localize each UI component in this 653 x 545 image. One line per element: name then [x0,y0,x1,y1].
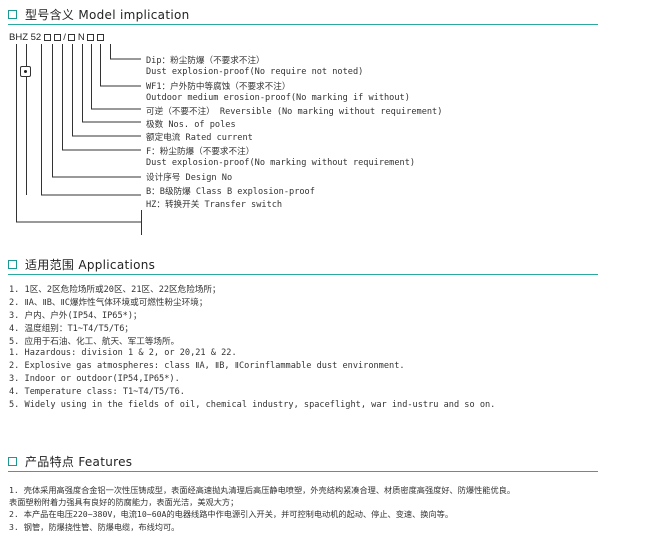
list-item: 1. 壳体采用高强度合金铝一次性压铸成型，表面经高速抛丸清理后高压静电喷塑，外壳… [9,485,516,495]
annotation: B：B级防爆 Class B explosion-proof [146,187,315,197]
annotation: F：粉尘防爆（不要求不注） [146,147,255,157]
list-item: 4. Temperature class: T1~T4/T5/T6. [9,387,185,397]
annotation: Dip：粉尘防爆（不要求不注） [146,56,265,66]
applications-heading: 适用范围 Applications [25,257,156,272]
list-item: 表面塑粉附着力强具有良好的防腐能力，表面光洁，美观大方； [9,497,239,507]
model-section-header: 型号含义 Model implication [8,4,598,25]
code-box [97,33,105,41]
explosion-proof-mark-icon [20,66,31,77]
code-box [87,33,95,41]
list-item: 3. 户内、户外(IP54、IP65*)； [9,311,142,321]
annotation: Dust explosion-proof(No marking without … [146,158,416,168]
code-part: / [63,31,66,43]
model-code-tree-diagram [16,44,142,235]
annotation: HZ：转换开关 Transfer switch [146,200,283,210]
features-section-header: 产品特点 Features [8,451,598,472]
model-heading: 型号含义 Model implication [25,7,190,22]
annotation: 极数 Nos. of poles [146,120,236,130]
square-bullet-icon [8,260,17,269]
annotation: 可逆（不要不注） Reversible (No marking without … [146,107,443,117]
annotation: Outdoor medium erosion-proof(No marking … [146,93,410,103]
list-item: 5. 应用于石油、化工、航天、军工等场所。 [9,337,180,347]
annotation: 额定电流 Rated current [146,133,253,143]
features-heading: 产品特点 Features [25,454,133,469]
list-item: 4. 温度组别：T1~T4/T5/T6； [9,324,133,334]
annotation: Dust explosion-proof(No require not note… [146,67,364,77]
annotation: 设计序号 Design No [146,173,233,183]
annotation: WF1：户外防中等腐蚀（不要求不注） [146,82,291,92]
list-item: 2. 本产品在电压220~380V，电流10~60A的电器线路中作电源引入开关，… [9,509,454,519]
square-bullet-icon [8,10,17,19]
code-box [43,33,51,41]
square-bullet-icon [8,457,17,466]
list-item: 3. 钢管，防爆挠性管、防爆电缆，布线均可。 [9,522,180,532]
applications-section-header: 适用范围 Applications [8,254,598,275]
list-item: 5. Widely using in the fields of oil, ch… [9,400,496,410]
list-item: 2. Explosive gas atmospheres: class ⅡA, … [9,361,405,371]
list-item: 3. Indoor or outdoor(IP54,IP65*). [9,374,180,384]
code-part: BHZ 52 [9,31,42,43]
code-part: N [77,31,85,43]
list-item: 1. 1区、2区危险场所或20区、21区、22区危险场所； [9,285,221,295]
list-item: 2. ⅡA、ⅡB、ⅡC爆炸性气体环境或可燃性粉尘环境； [9,298,208,308]
code-box [68,33,76,41]
code-box [53,33,61,41]
model-code: BHZ 52 / N [8,31,106,43]
list-item: 1. Hazardous: division 1 & 2, or 20,21 &… [9,348,237,358]
